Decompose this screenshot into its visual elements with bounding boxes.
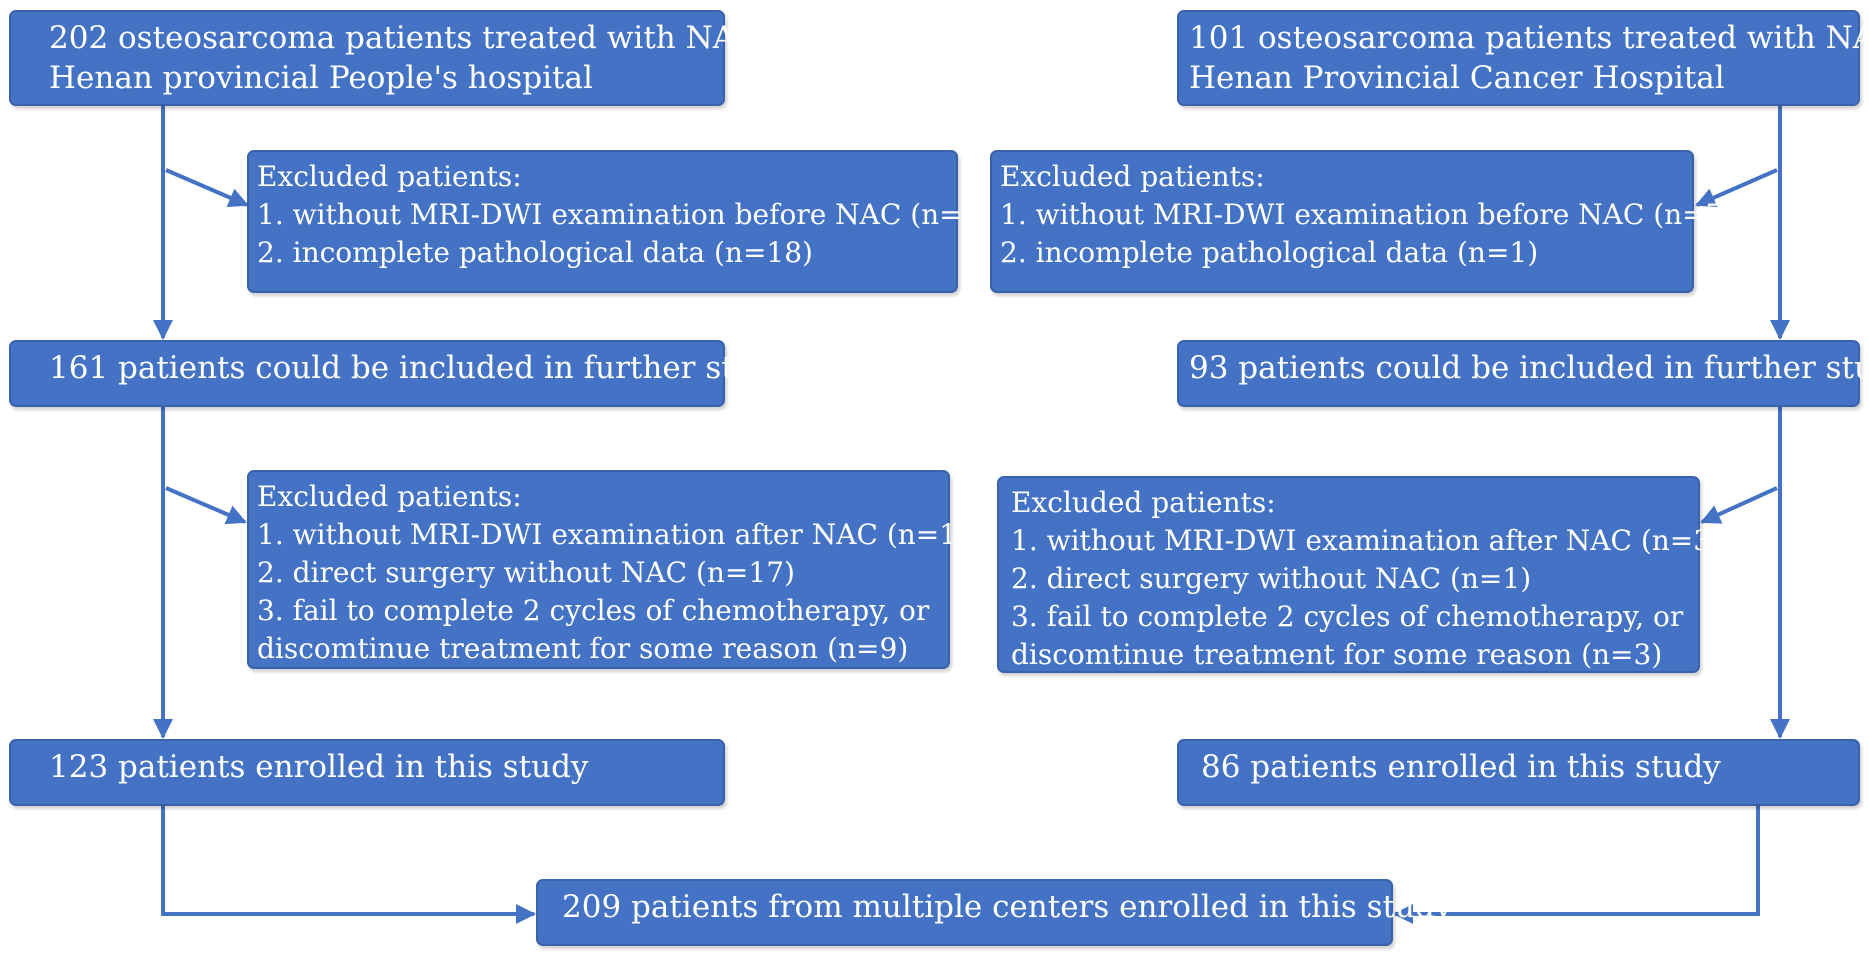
- left-excl2-title: Excluded patients:: [257, 480, 522, 513]
- left-end-box: 123 patients enrolled in this study: [9, 739, 725, 806]
- left-mid-text: 161 patients could be included in furthe…: [49, 350, 792, 386]
- right-mid-box: 93 patients could be included in further…: [1177, 340, 1869, 407]
- right-start-line-2: Henan Provincial Cancer Hospital: [1189, 60, 1725, 96]
- right-excl2-item-1: 1. without MRI-DWI examination after NAC…: [1011, 524, 1722, 557]
- arrow-right-end-to-final: [1393, 806, 1760, 924]
- left-excl1-title: Excluded patients:: [257, 160, 522, 193]
- left-exclusion-box-1: Excluded patients: 1. without MRI-DWI ex…: [247, 150, 1010, 293]
- final-box: 209 patients from multiple centers enrol…: [536, 879, 1453, 946]
- left-excl2-item-3: 3. fail to complete 2 cycles of chemothe…: [257, 594, 930, 627]
- left-excl2-item-1: 1. without MRI-DWI examination after NAC…: [257, 518, 986, 551]
- right-exclusion-box-1: Excluded patients: 1. without MRI-DWI ex…: [990, 150, 1735, 293]
- left-excl2-item-2: 2. direct surgery without NAC (n=17): [257, 556, 795, 589]
- right-mid-text: 93 patients could be included in further…: [1189, 350, 1869, 386]
- left-end-text: 123 patients enrolled in this study: [49, 749, 589, 785]
- arrow-left-to-excl2: [165, 486, 247, 525]
- right-start-line-1: 101 osteosarcoma patients treated with N…: [1189, 20, 1869, 56]
- left-mid-box: 161 patients could be included in furthe…: [9, 340, 792, 407]
- right-excl1-title: Excluded patients:: [1000, 160, 1265, 193]
- right-end-box: 86 patients enrolled in this study: [1177, 739, 1860, 806]
- left-excl2-item-4: discomtinue treatment for some reason (n…: [257, 632, 909, 665]
- right-excl2-item-3: 3. fail to complete 2 cycles of chemothe…: [1011, 600, 1684, 633]
- right-end-text: 86 patients enrolled in this study: [1201, 749, 1721, 785]
- left-exclusion-box-2: Excluded patients: 1. without MRI-DWI ex…: [247, 470, 986, 669]
- right-exclusion-box-2: Excluded patients: 1. without MRI-DWI ex…: [997, 476, 1722, 673]
- final-text: 209 patients from multiple centers enrol…: [562, 889, 1453, 925]
- arrow-left-to-excl1: [165, 168, 249, 208]
- right-start-box: 101 osteosarcoma patients treated with N…: [1177, 10, 1869, 106]
- left-start-line-1: 202 osteosarcoma patients treated with N…: [49, 20, 799, 56]
- arrow-left-end-to-final: [161, 806, 536, 924]
- arrow-right-to-excl2: [1700, 486, 1778, 524]
- arrow-right-to-excl1: [1695, 168, 1778, 207]
- right-excl2-item-2: 2. direct surgery without NAC (n=1): [1011, 562, 1532, 595]
- right-excl2-title: Excluded patients:: [1011, 486, 1276, 519]
- right-excl1-item-2: 2. incomplete pathological data (n=1): [1000, 236, 1539, 269]
- left-start-box: 202 osteosarcoma patients treated with N…: [9, 10, 799, 106]
- left-excl1-item-1: 1. without MRI-DWI examination before NA…: [257, 198, 1010, 231]
- right-excl2-item-4: discomtinue treatment for some reason (n…: [1011, 638, 1663, 671]
- right-excl1-item-1: 1. without MRI-DWI examination before NA…: [1000, 198, 1735, 231]
- left-start-line-2: Henan provincial People's hospital: [49, 60, 593, 96]
- left-excl1-item-2: 2. incomplete pathological data (n=18): [257, 236, 813, 269]
